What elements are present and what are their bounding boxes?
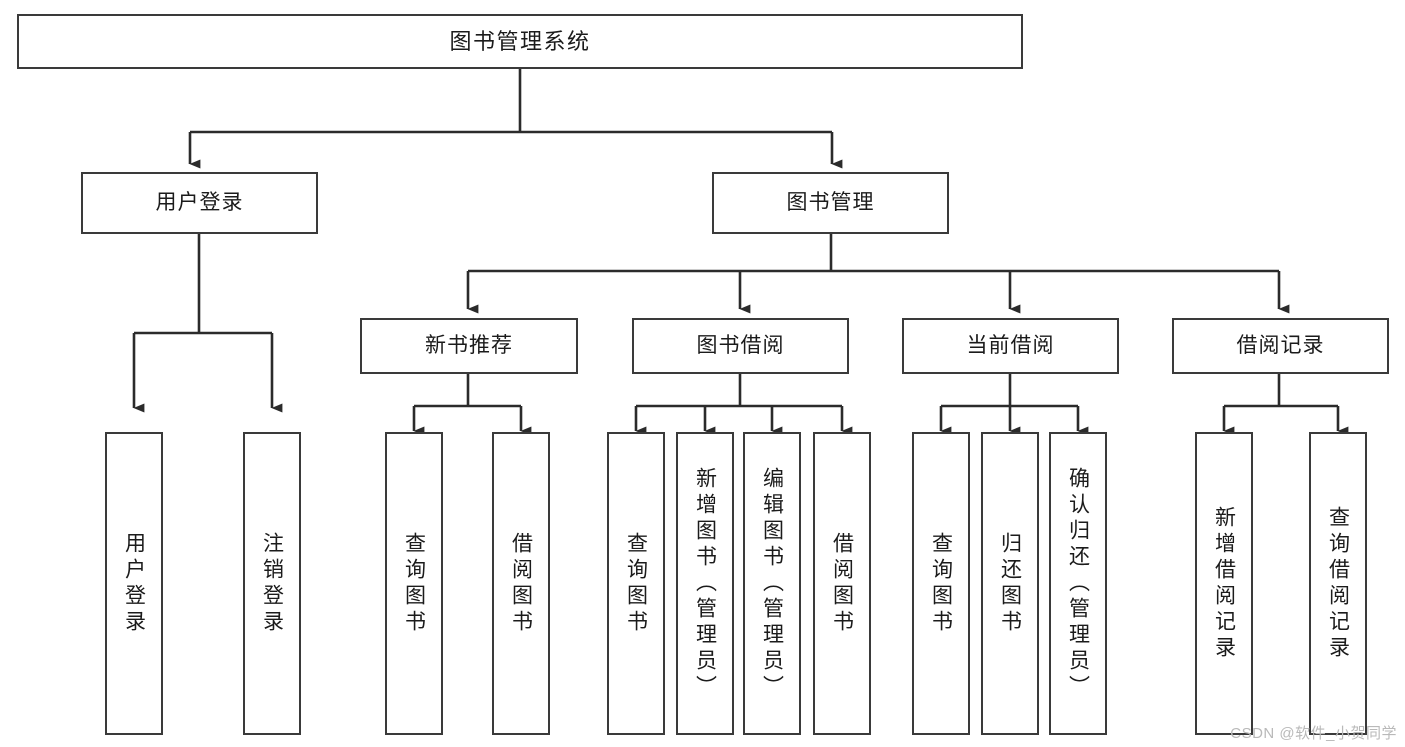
node-book-management-label: 图书管理: [786, 190, 875, 214]
leaf-user-login[interactable]: 用户登录: [105, 432, 163, 735]
leaf-confirm-return[interactable]: 确认归还（管理员）: [1049, 432, 1107, 735]
leaf-borrow-book-2-label: 借阅图书: [830, 531, 854, 636]
leaf-borrow-book-1-label: 借阅图书: [509, 531, 533, 636]
leaf-query-book-3-label: 查询图书: [929, 531, 953, 636]
node-root-book-management-system[interactable]: 图书管理系统: [17, 14, 1023, 69]
leaf-add-record-label: 新增借阅记录: [1212, 505, 1236, 662]
leaf-query-record[interactable]: 查询借阅记录: [1309, 432, 1367, 735]
leaf-borrow-book-1[interactable]: 借阅图书: [492, 432, 550, 735]
node-current-borrow-label: 当前借阅: [966, 333, 1055, 357]
leaf-query-record-label: 查询借阅记录: [1326, 505, 1350, 662]
node-user-login-label: 用户登录: [155, 190, 244, 214]
node-borrow-record[interactable]: 借阅记录: [1172, 318, 1389, 374]
watermark: CSDN @软件_小贺同学: [1230, 725, 1397, 742]
leaf-query-book-3[interactable]: 查询图书: [912, 432, 970, 735]
leaf-add-record[interactable]: 新增借阅记录: [1195, 432, 1253, 735]
leaf-query-book-1-label: 查询图书: [402, 531, 426, 636]
leaf-edit-book-label: 编辑图书（管理员）: [760, 466, 784, 701]
leaf-user-logout[interactable]: 注销登录: [243, 432, 301, 735]
leaf-query-book-1[interactable]: 查询图书: [385, 432, 443, 735]
leaf-edit-book[interactable]: 编辑图书（管理员）: [743, 432, 801, 735]
node-borrow-record-label: 借阅记录: [1236, 333, 1325, 357]
node-new-book-recommend-label: 新书推荐: [425, 333, 513, 357]
leaf-user-login-label: 用户登录: [122, 531, 146, 636]
node-book-borrow[interactable]: 图书借阅: [632, 318, 849, 374]
node-root-label: 图书管理系统: [449, 28, 591, 54]
leaf-return-book[interactable]: 归还图书: [981, 432, 1039, 735]
leaf-user-logout-label: 注销登录: [260, 531, 284, 636]
leaf-query-book-2-label: 查询图书: [624, 531, 648, 636]
leaf-borrow-book-2[interactable]: 借阅图书: [813, 432, 871, 735]
node-book-management[interactable]: 图书管理: [712, 172, 949, 234]
node-book-borrow-label: 图书借阅: [696, 333, 785, 357]
leaf-query-book-2[interactable]: 查询图书: [607, 432, 665, 735]
leaf-add-book-label: 新增图书（管理员）: [693, 466, 717, 701]
node-current-borrow[interactable]: 当前借阅: [902, 318, 1119, 374]
leaf-add-book[interactable]: 新增图书（管理员）: [676, 432, 734, 735]
leaf-return-book-label: 归还图书: [998, 531, 1022, 636]
leaf-confirm-return-label: 确认归还（管理员）: [1066, 466, 1090, 701]
node-new-book-recommend[interactable]: 新书推荐: [360, 318, 578, 374]
node-user-login[interactable]: 用户登录: [81, 172, 318, 234]
